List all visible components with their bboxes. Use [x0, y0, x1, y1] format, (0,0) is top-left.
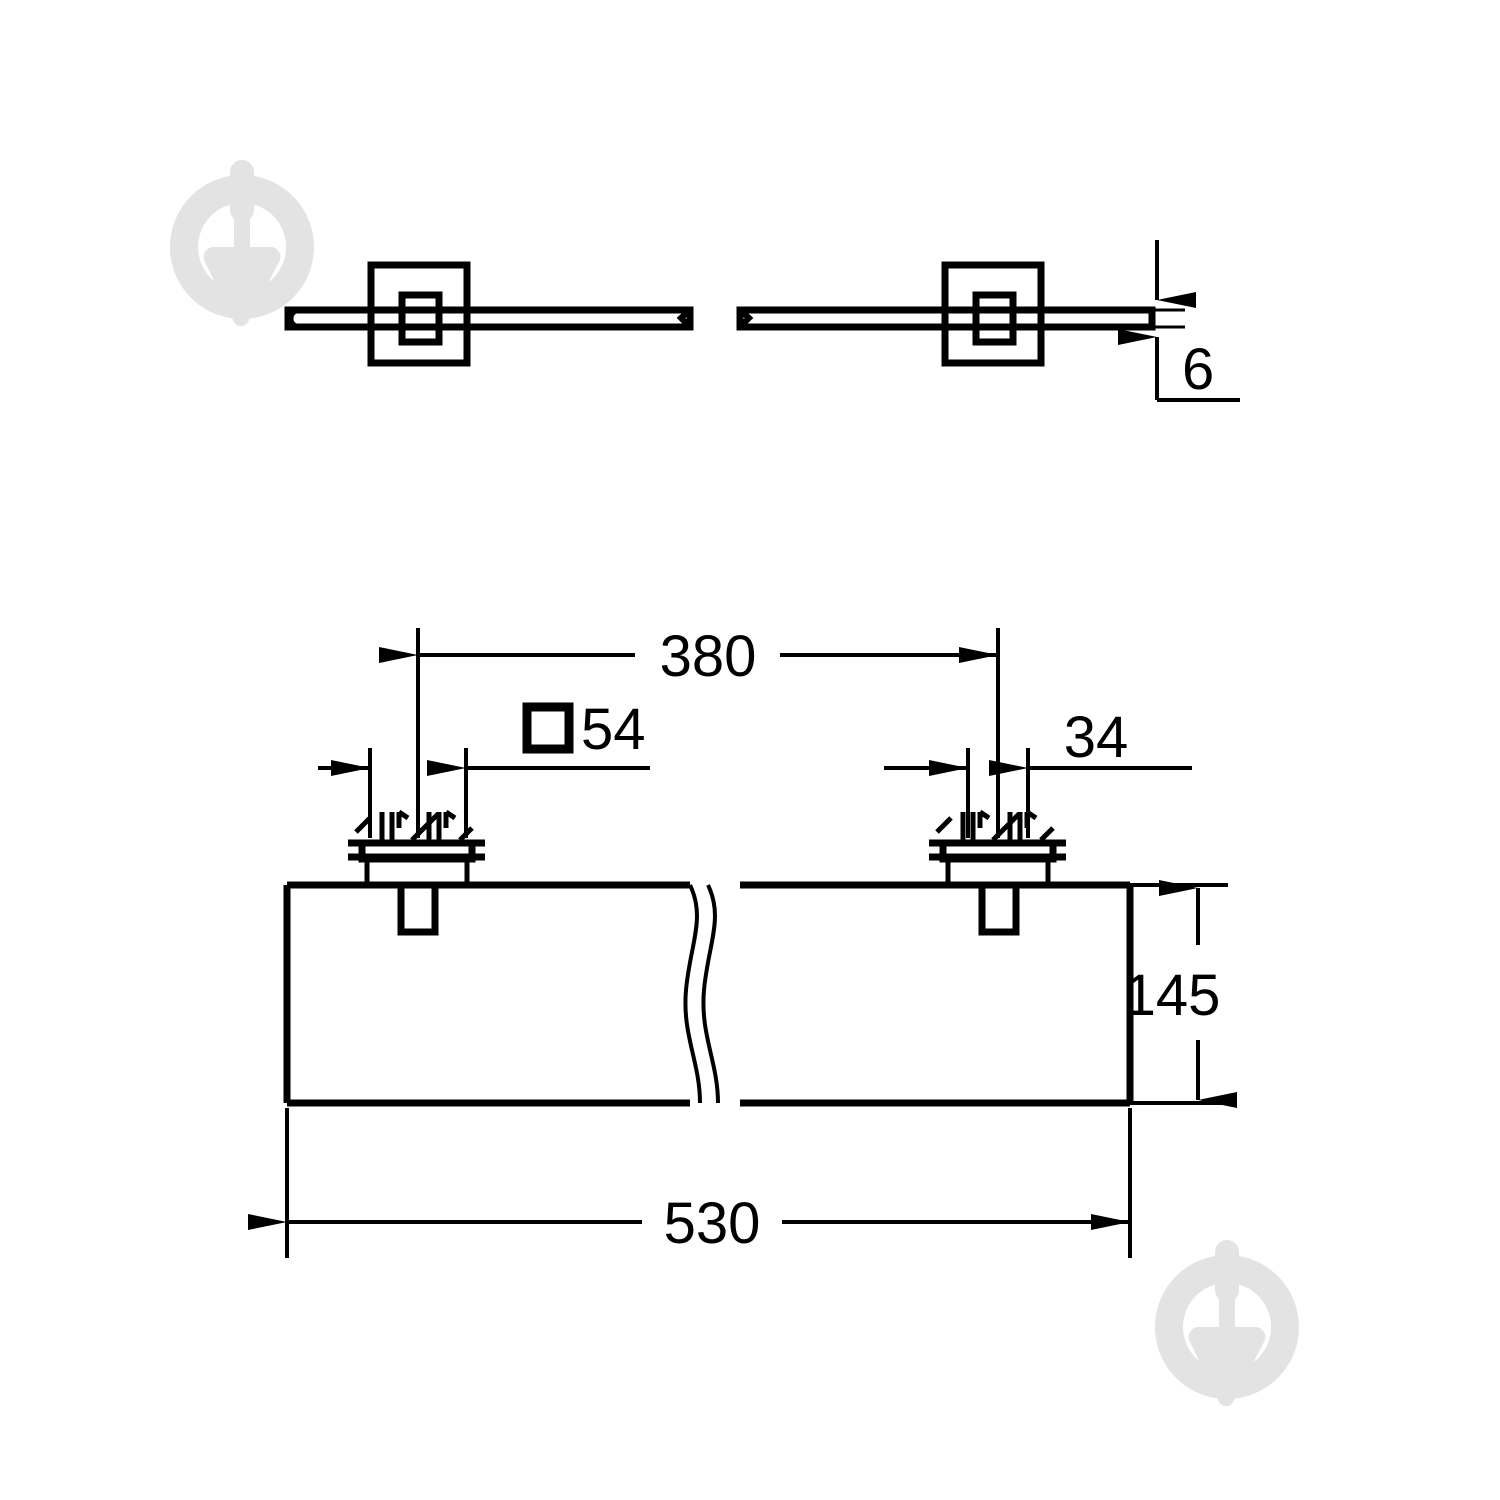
- watermark-top-left-icon: [169, 160, 314, 327]
- dimension-shelf-depth-label: 145: [1124, 963, 1221, 1028]
- glass-shelf-body: [283, 881, 1134, 1107]
- top-view-bracket-right: [941, 261, 1045, 367]
- watermark-bottom-right-icon: [1154, 1240, 1299, 1407]
- shelf-profile-overlay: [286, 306, 1155, 331]
- dimension-bracket-square-label: 54: [581, 697, 646, 762]
- dimension-thickness-label: 6: [1182, 337, 1214, 402]
- dimension-bracket-square: 54: [318, 697, 650, 838]
- square-symbol-icon: [522, 702, 574, 754]
- top-view: 6: [284, 240, 1240, 402]
- top-view-bracket-left: [367, 261, 471, 367]
- break-line: [683, 884, 720, 1104]
- dimension-thickness: 6: [1118, 240, 1240, 402]
- dimension-bracket-span: 380: [379, 624, 1000, 838]
- dimension-bracket-inset-label: 34: [1064, 705, 1129, 770]
- dimension-bracket-span-label: 380: [660, 624, 757, 689]
- dimension-shelf-length-label: 530: [664, 1191, 761, 1256]
- front-view-bracket-right: [929, 809, 1066, 936]
- front-view: 380 54: [248, 624, 1237, 1258]
- dimension-shelf-length: 530: [248, 1108, 1132, 1258]
- bracket-left-hatching: [354, 809, 474, 842]
- dimension-bracket-inset: 34: [884, 705, 1192, 838]
- dimension-shelf-depth: 145: [1124, 880, 1237, 1108]
- bracket-right-hatching: [935, 809, 1055, 842]
